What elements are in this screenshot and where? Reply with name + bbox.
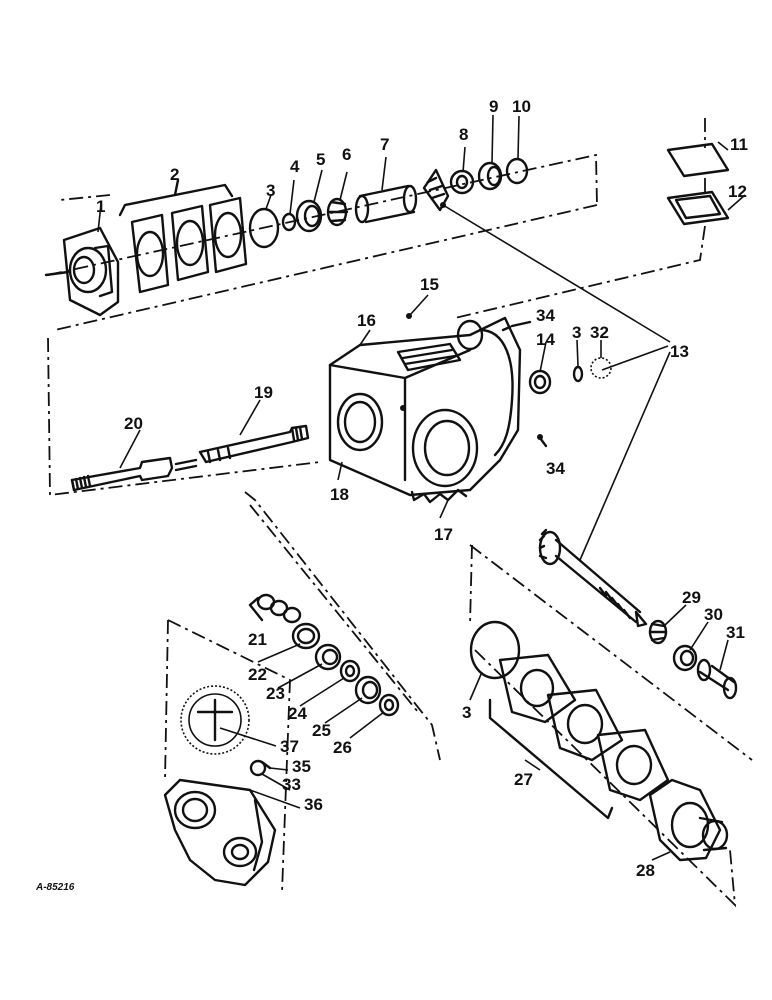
lower-right-assembly: [469, 528, 753, 908]
part-1-flange: [44, 226, 120, 317]
part-6-bearing-cone: [326, 197, 349, 227]
shaft-assembly: [47, 337, 321, 497]
part-3-ring: [248, 207, 280, 249]
part-31-spacer: [696, 658, 738, 700]
callout-11: 11: [730, 135, 748, 154]
part-36-casting: [163, 778, 277, 887]
callout-3-right: 3: [572, 323, 581, 342]
part-32-gear: [590, 357, 612, 379]
parts-14-32-34: [501, 320, 612, 448]
callout-17: 17: [434, 525, 453, 544]
part-29-gear: [648, 619, 668, 645]
part-13-pinion-shaft: [538, 528, 648, 628]
callout-18: 18: [330, 485, 349, 504]
part-25-cup: [354, 675, 382, 705]
callout-14: 14: [536, 330, 555, 349]
part-9-cup: [477, 161, 503, 191]
callout-1: 1: [96, 197, 105, 216]
callout-25: 25: [312, 721, 331, 740]
parts-11-12-cover: [454, 118, 730, 319]
part-23-cup: [314, 643, 342, 671]
callout-30: 30: [704, 605, 723, 624]
callout-24: 24: [288, 704, 307, 723]
callout-23: 23: [266, 684, 285, 703]
part-24-cone: [339, 659, 361, 683]
part-34-bolt-upper: [501, 320, 532, 332]
part-2-gaskets: [118, 178, 248, 294]
part-4-ring: [281, 212, 297, 232]
callout-2: 2: [170, 165, 179, 184]
callout-16: 16: [357, 311, 376, 330]
part-28-flange: [648, 778, 729, 862]
lower-left-assembly: [244, 491, 441, 761]
part-22-ring: [291, 622, 321, 650]
part-16-housing: [328, 313, 522, 504]
callout-27: 27: [514, 770, 533, 789]
part-37-ring-gear: [180, 685, 250, 755]
callout-9: 9: [489, 97, 498, 116]
callout-34-lower: 34: [546, 459, 565, 478]
callout-32: 32: [590, 323, 609, 342]
part-3-large-ring: [469, 620, 521, 680]
callout-21: 21: [248, 630, 267, 649]
callout-8: 8: [459, 125, 468, 144]
part-5-bearing-cup: [295, 199, 323, 233]
callout-22: 22: [248, 665, 267, 684]
callout-29: 29: [682, 588, 701, 607]
part-27-gaskets: [488, 653, 670, 820]
callout-33: 33: [282, 775, 301, 794]
part-33-nut: [249, 759, 267, 777]
callout-20: 20: [124, 414, 143, 433]
callout-35: 35: [292, 757, 311, 776]
part-20-shaft: [70, 456, 174, 492]
callout-4: 4: [290, 157, 300, 176]
part-12-gasket: [666, 190, 730, 226]
upper-left-assembly: [44, 153, 598, 331]
part-8-bearing: [449, 169, 475, 195]
callout-13-leaders: [442, 204, 671, 561]
callout-28: 28: [636, 861, 655, 880]
callout-labels: 1 2 3 4 5 6 7 8 9 10 11 12 13 14 3 32 34…: [35, 97, 748, 893]
callout-3-upper: 3: [266, 181, 275, 200]
callout-37: 37: [280, 737, 299, 756]
callout-5: 5: [316, 150, 325, 169]
part-21-shims: [256, 593, 302, 624]
part-7-spacer: [354, 184, 418, 224]
part-14-seal: [528, 369, 552, 395]
callout-19: 19: [254, 383, 273, 402]
part-30-cup: [672, 644, 698, 672]
callout-13: 13: [670, 342, 689, 361]
frame-upper-left: [47, 153, 598, 331]
leader-lines: [97, 114, 746, 861]
callout-10: 10: [512, 97, 531, 116]
reference-code: A-85216: [35, 882, 75, 893]
callout-12: 12: [728, 182, 747, 201]
part-11-cover: [666, 142, 730, 178]
callout-3-lower: 3: [462, 703, 471, 722]
part-26-seal: [378, 693, 400, 717]
callout-6: 6: [342, 145, 351, 164]
callout-34-upper: 34: [536, 306, 555, 325]
part-10-snap-ring: [505, 157, 529, 185]
callout-7: 7: [380, 135, 389, 154]
part-3-small-ring: [572, 365, 584, 383]
callout-26: 26: [333, 738, 352, 757]
callout-15: 15: [420, 275, 439, 294]
bottom-left-assembly: [163, 619, 291, 893]
callout-31: 31: [726, 623, 745, 642]
callout-36: 36: [304, 795, 323, 814]
